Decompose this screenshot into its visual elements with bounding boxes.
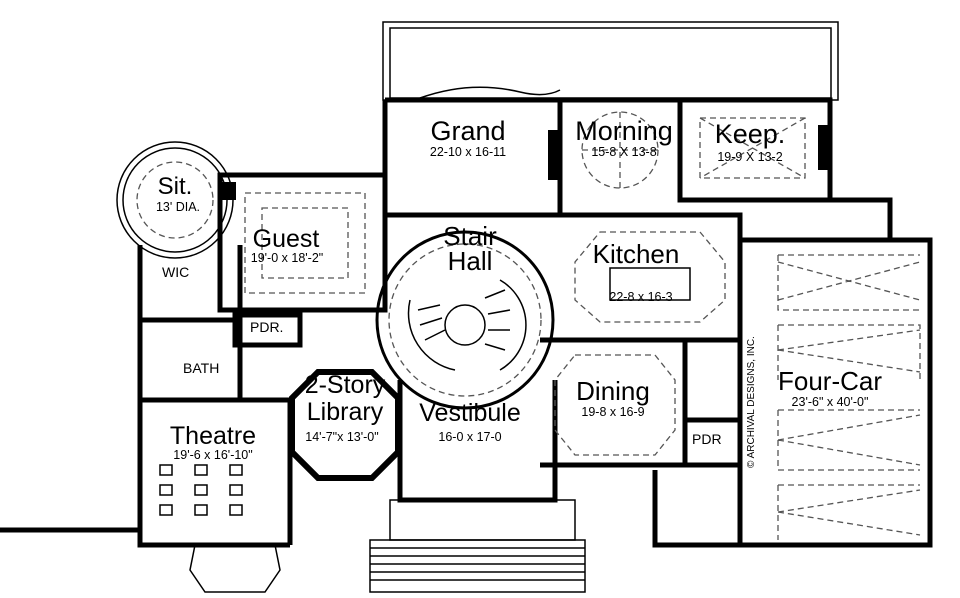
copyright-text: © ARCHIVAL DESIGNS, INC. <box>746 336 757 468</box>
keep-dims: 19-9 X 13-2 <box>717 150 782 164</box>
theatre-label: Theatre <box>170 422 256 450</box>
stair-hall-label-1: Stair <box>443 221 497 251</box>
vestibule-dims: 16-0 x 17-0 <box>438 430 501 444</box>
library-label-2: Library <box>307 398 384 426</box>
sit-dims: 13' DIA. <box>156 200 200 214</box>
garage-bays <box>777 254 921 540</box>
ceiling-outlines <box>244 111 806 456</box>
kitchen-label: Kitchen <box>593 239 680 269</box>
theatre-seats <box>159 464 243 516</box>
library-label-1: 2-Story <box>305 371 386 399</box>
morning-dims: 15-8 X 13-8 <box>591 145 656 159</box>
four-car-dims: 23'-6" x 40'-0" <box>792 395 869 409</box>
kitchen-dims: 22-8 x 16-3 <box>609 290 672 304</box>
wic-label: WIC <box>162 264 189 280</box>
stair-hall-label-2: Hall <box>448 246 493 276</box>
library-octagon <box>289 369 401 481</box>
vestibule-label: Vestibule <box>419 399 520 427</box>
rear-porch <box>382 21 839 101</box>
stair-hall-rotunda <box>375 230 555 410</box>
sit-label: Sit. <box>158 173 193 200</box>
library-dims: 14'-7"x 13'-0" <box>305 430 378 444</box>
grand-label: Grand <box>430 116 505 146</box>
entry-porch <box>189 499 586 593</box>
fireplaces <box>222 125 830 200</box>
morning-label: Morning <box>575 116 673 146</box>
guest-dims: 19'-0 x 18'-2" <box>251 251 323 265</box>
dining-label: Dining <box>576 376 650 406</box>
four-car-label: Four-Car <box>778 366 882 396</box>
keep-label: Keep. <box>715 119 786 149</box>
pdr-right-label: PDR <box>692 431 722 447</box>
pdr-left-label: PDR. <box>250 319 283 335</box>
guest-label: Guest <box>253 225 320 253</box>
walls <box>0 97 933 548</box>
bath-label: BATH <box>183 360 219 376</box>
dining-dims: 19-8 x 16-9 <box>581 405 644 419</box>
grand-dims: 22-10 x 16-11 <box>430 145 506 159</box>
theatre-dims: 19'-6 x 16'-10" <box>173 448 252 462</box>
